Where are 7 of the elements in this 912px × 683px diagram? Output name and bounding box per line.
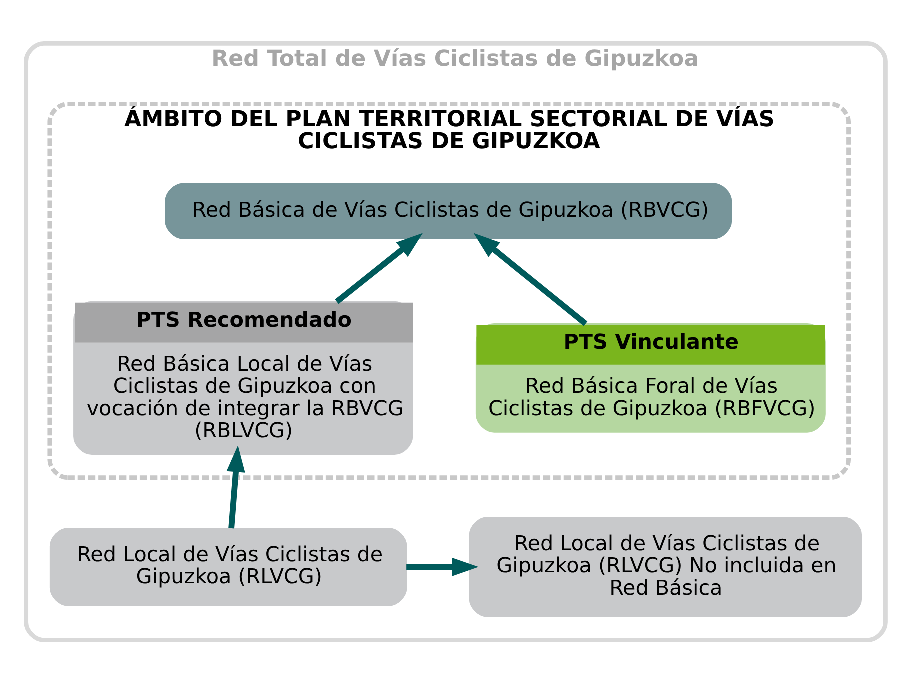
arrow <box>474 232 588 326</box>
node-box: Red Local de Vías Ciclistas de Gipuzkoa (RLVCG) No incluida en Red Básica <box>469 516 862 617</box>
node-box: Red Local de Vías Ciclistas de Gipuzkoa (RLVCG) <box>50 528 408 606</box>
arrow <box>335 232 423 304</box>
arrow <box>406 557 479 576</box>
node-box: Red Básica de Vías Ciclistas de Gipuzkoa (RBVCG) <box>165 182 732 239</box>
arrow <box>226 445 246 528</box>
